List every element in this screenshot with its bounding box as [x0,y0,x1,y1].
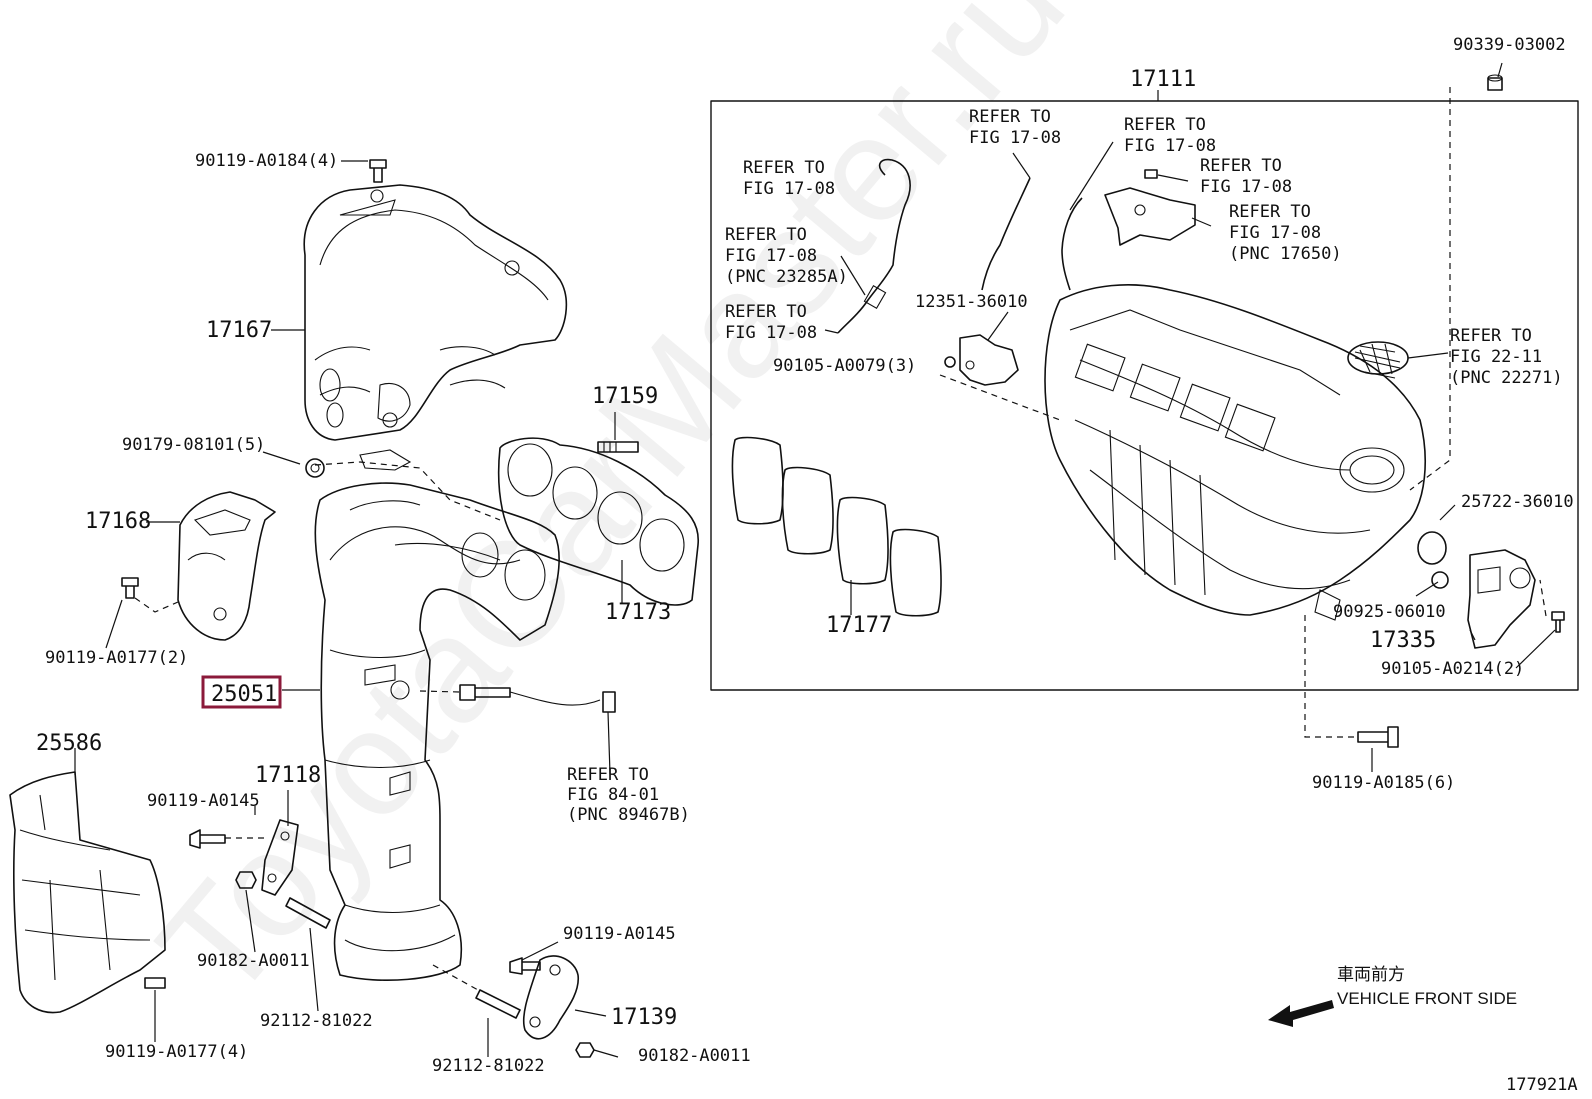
oxygen-sensor [459,684,616,713]
heat-shield-25586 [9,771,166,1014]
callout-25586: 25586 [36,731,102,756]
bolt-90119-A0184 [369,159,387,183]
callout-12351-36010: 12351-36010 [915,292,1028,312]
callout-refer-b: REFER TO FIG 17-08 (PNC 23285A) [725,225,848,287]
vehicle-front-arrow [1268,1000,1334,1027]
stud-92112-81022-b [475,989,521,1019]
callout-90925-06010: 90925-06010 [1333,602,1446,622]
callout-92112-81022-b: 92112-81022 [432,1056,545,1076]
nut-90179-08101 [305,458,325,478]
callout-refer-22-11: REFER TO FIG 22-11 (PNC 22271) [1450,326,1563,388]
callout-refer-f: REFER TO FIG 17-08 [1200,156,1292,197]
stud-92112-81022-a [285,897,331,929]
bolt-90119-A0185 [1357,726,1399,748]
callout-90179-08101: 90179-08101(5) [122,435,265,455]
sensor-12351-36010 [944,334,1019,386]
o-ring-25722 [1417,531,1447,565]
intake-manifold-body [1044,284,1426,621]
gaskets-17177 [731,436,942,617]
callout-refer-84-01: REFER TO FIG 84-01 (PNC 89467B) [567,765,690,825]
direction-japanese: 車両前方 [1337,965,1405,984]
callout-90119-A0145-b: 90119-A0145 [563,924,676,944]
callout-90339-03002: 90339-03002 [1453,35,1566,55]
callout-refer-d: REFER TO FIG 17-08 [969,107,1061,148]
callout-17167: 17167 [206,318,272,343]
callout-17118: 17118 [255,763,321,788]
callout-90119-A0177-2: 90119-A0177(2) [45,648,188,668]
intake-manifold-frame [710,100,1579,691]
callout-92112-81022-a: 92112-81022 [260,1011,373,1031]
callout-90182-A0011-b: 90182-A0011 [638,1046,751,1066]
callout-90105-A0079: 90105-A0079(3) [773,356,916,376]
bracket-17139 [522,955,580,1040]
heat-insulator-17168 [177,491,276,641]
nut-90182-A0011-b [575,1042,595,1058]
callout-90119-A0145-a: 90119-A0145 [147,791,260,811]
callout-25722-36010: 25722-36010 [1461,492,1574,512]
direction-english: VEHICLE FRONT SIDE [1337,989,1517,1008]
heat-insulator-17167 [303,184,568,441]
callout-90119-A0184: 90119-A0184(4) [195,151,338,171]
nut-90182-A0011-a [235,871,257,889]
exhaust-manifold-25051 [314,449,560,981]
gasket-22271 [1347,341,1409,379]
gasket-17173 [497,437,700,606]
highlight-box-25051 [201,675,282,709]
callout-90105-A0214: 90105-A0214(2) [1381,659,1524,679]
leader-lines [74,62,1556,1058]
callout-17159: 17159 [592,384,658,409]
callout-refer-g: REFER TO FIG 17-08 (PNC 17650) [1229,202,1342,264]
callout-90119-A0177-4: 90119-A0177(4) [105,1042,248,1062]
stud-17159 [597,441,639,453]
bolt-90119-A0177-4 [144,977,166,989]
callout-17177: 17177 [826,613,892,638]
bolt-90105-A0214 [1551,611,1565,633]
callout-labels: 90339-03002 90119-A0184(4) 17167 90179-0… [36,35,1578,1095]
callout-refer-a: REFER TO FIG 17-08 [743,158,835,199]
figure-id: 177921A [1506,1075,1578,1095]
callout-refer-c: REFER TO FIG 17-08 [725,302,817,343]
callout-17168: 17168 [85,509,151,534]
bracket-17118 [261,819,299,896]
callout-90182-A0011-a: 90182-A0011 [197,951,310,971]
frame-label-17111: 17111 [1130,67,1196,92]
hoses [837,158,1083,334]
stud-90339-03002 [1487,74,1503,91]
valve-17335 [1467,549,1536,649]
callout-17335: 17335 [1370,628,1436,653]
bolt-90119-A0177-2 [121,577,139,599]
callout-17139: 17139 [611,1005,677,1030]
bolt-90119-A0145-b [509,957,541,975]
callout-refer-e: REFER TO FIG 17-08 [1124,115,1216,156]
callout-90119-A0185: 90119-A0185(6) [1312,773,1455,793]
callout-25051[interactable]: 25051 [211,682,277,707]
gasket-90925 [1431,571,1449,589]
bolt-90119-A0145-a [189,829,226,849]
vsv-bracket [1104,169,1196,246]
callout-17173: 17173 [605,600,671,625]
